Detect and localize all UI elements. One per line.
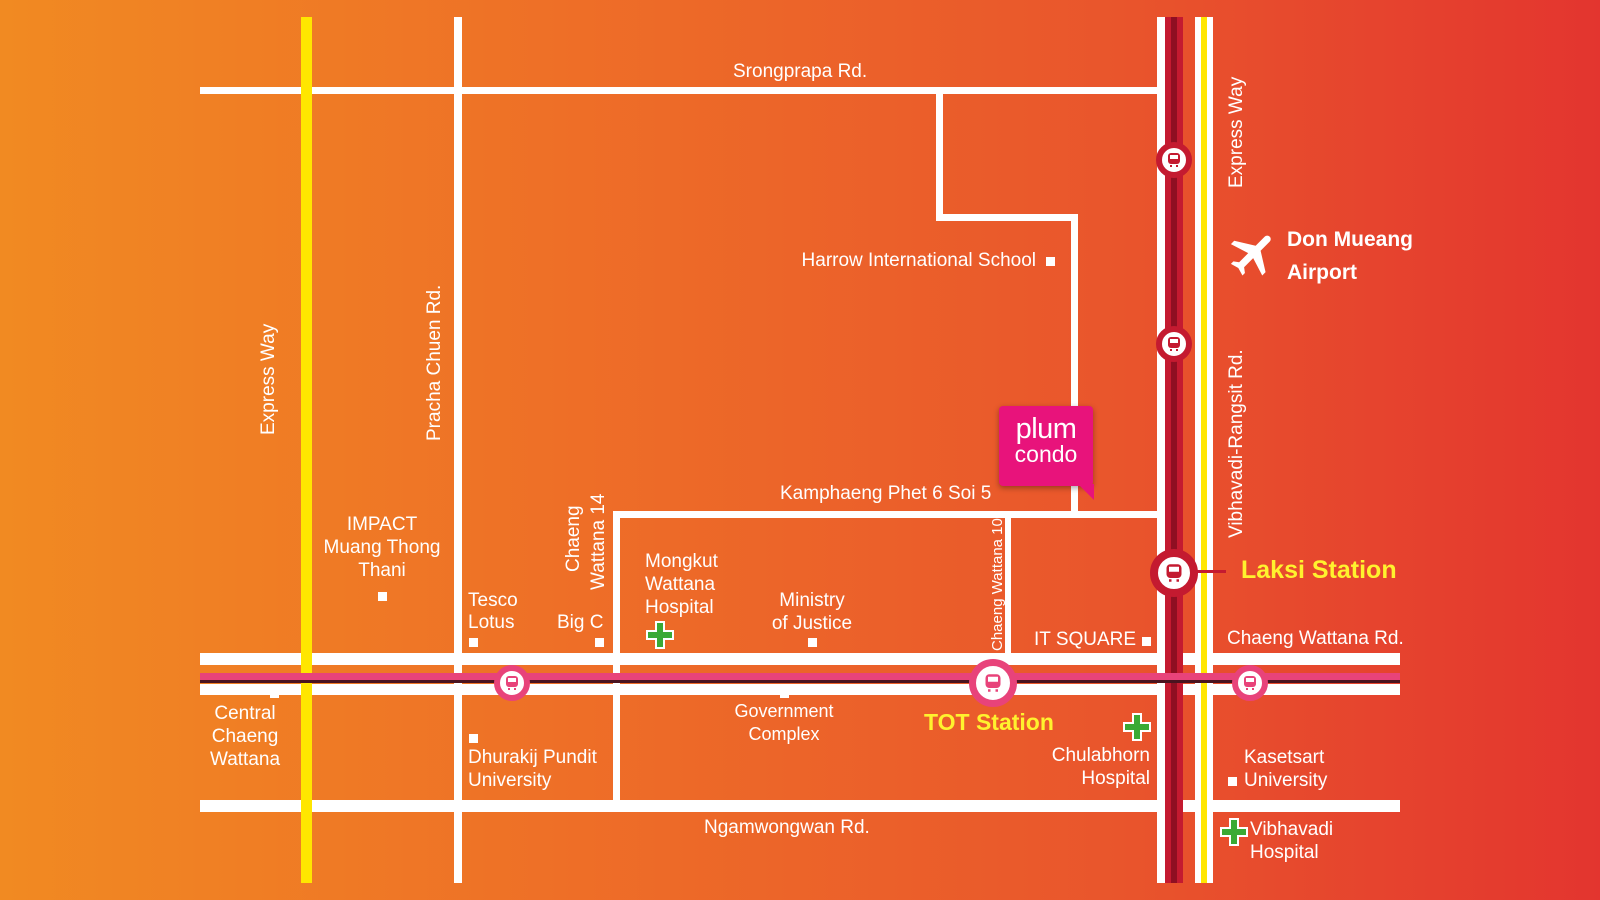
srongprapa-road bbox=[200, 87, 1160, 94]
mongkut-label-1: Mongkut bbox=[645, 551, 718, 572]
dhurakij-marker bbox=[469, 734, 478, 743]
tesco-label-2: Lotus bbox=[468, 612, 515, 633]
train-icon bbox=[985, 674, 1001, 692]
airplane-icon bbox=[1230, 235, 1271, 276]
kasetsart-marker bbox=[1228, 777, 1237, 786]
mongkut-hospital-cross-icon bbox=[646, 621, 674, 649]
mongkut-label-2: Wattana bbox=[645, 574, 716, 595]
express-way-right bbox=[1201, 17, 1207, 883]
srongprapa-label: Srongprapa Rd. bbox=[733, 61, 868, 82]
train-icon bbox=[1168, 337, 1180, 351]
impact-label-3: Thani bbox=[358, 560, 406, 581]
express-way-left-label: Express Way bbox=[258, 323, 279, 435]
laksi-station-label: Laksi Station bbox=[1241, 556, 1397, 584]
government-label-2: Complex bbox=[748, 724, 820, 744]
harrow-marker bbox=[1046, 257, 1055, 266]
government-label-1: Government bbox=[734, 701, 834, 721]
it-square-marker bbox=[1142, 637, 1151, 646]
mongkut-label-3: Hospital bbox=[645, 597, 714, 618]
red-line-station-north bbox=[1156, 142, 1192, 178]
kamphaeng-phet-label: Kamphaeng Phet 6 Soi 5 bbox=[780, 483, 992, 504]
logo-line-2: condo bbox=[1014, 441, 1078, 467]
airport-label-2: Airport bbox=[1287, 261, 1357, 284]
srongprapa-branch-across bbox=[936, 214, 1078, 221]
impact-label-1: IMPACT bbox=[346, 514, 418, 535]
big-c-label: Big C bbox=[557, 612, 604, 633]
express-way-right-label: Express Way bbox=[1226, 76, 1247, 188]
train-icon bbox=[1244, 676, 1256, 690]
vibhavadi-road-left bbox=[1157, 17, 1165, 883]
express-way-left bbox=[301, 17, 312, 883]
ngamwongwan-label: Ngamwongwan Rd. bbox=[704, 817, 870, 838]
chaeng-wattana-road-upper bbox=[200, 653, 1400, 665]
dhurakij-label-1: Dhurakij Pundit bbox=[468, 747, 597, 768]
pink-line-rail-shadow bbox=[200, 680, 1400, 683]
central-label-1: Central bbox=[214, 703, 276, 724]
central-label-2: Chaeng bbox=[211, 726, 279, 747]
logo-pointer bbox=[1078, 484, 1094, 500]
ministry-label-1: Ministry bbox=[779, 590, 845, 611]
pink-line-station-west bbox=[494, 665, 530, 701]
chulabhorn-label-2: Hospital bbox=[1081, 768, 1150, 789]
kasetsart-label-2: University bbox=[1244, 770, 1328, 791]
impact-label-2: Muang Thong bbox=[323, 537, 441, 558]
plum-condo-logo: plum condo bbox=[999, 406, 1094, 500]
chaeng-wattana-14-label-2: Wattana 14 bbox=[588, 493, 609, 590]
chaeng-wattana-14-label-1: Chaeng bbox=[563, 505, 584, 572]
tot-station-label: TOT Station bbox=[924, 709, 1054, 735]
srongprapa-branch-down bbox=[936, 90, 943, 220]
tesco-marker bbox=[469, 638, 478, 647]
vibhavadi-hospital-label-1: Vibhavadi bbox=[1250, 819, 1334, 840]
ministry-label-2: of Justice bbox=[771, 613, 853, 634]
government-marker bbox=[780, 689, 789, 698]
pink-line-rail bbox=[200, 673, 1400, 680]
red-line-rail-core bbox=[1171, 17, 1177, 883]
vibhavadi-hospital-label-2: Hospital bbox=[1250, 842, 1319, 863]
chaeng-wattana-road-label: Chaeng Wattana Rd. bbox=[1227, 628, 1404, 649]
chaeng-wattana-road-lower bbox=[200, 684, 1400, 695]
chaeng-wattana-10-road bbox=[1005, 514, 1011, 654]
pink-line-station-east bbox=[1232, 665, 1268, 701]
impact-marker bbox=[378, 592, 387, 601]
pracha-chuen-road bbox=[454, 17, 462, 883]
train-icon bbox=[1168, 153, 1180, 167]
chulabhorn-hospital-cross-icon bbox=[1123, 713, 1151, 741]
laksi-connector bbox=[1190, 570, 1226, 573]
harrow-label: Harrow International School bbox=[801, 250, 1036, 271]
kasetsart-label-1: Kasetsart bbox=[1244, 747, 1325, 768]
airport-label-1: Don Mueang bbox=[1287, 228, 1413, 251]
train-icon bbox=[1166, 564, 1182, 582]
laksi-station-marker bbox=[1150, 549, 1198, 597]
big-c-marker bbox=[595, 638, 604, 647]
tot-station-marker bbox=[969, 659, 1017, 707]
tesco-label-1: Tesco bbox=[468, 590, 518, 611]
chulabhorn-label-1: Chulabhorn bbox=[1051, 745, 1150, 766]
ministry-marker bbox=[808, 638, 817, 647]
logo-line-1: plum bbox=[1015, 413, 1077, 445]
express-way-right-edge bbox=[1207, 17, 1213, 883]
ngamwongwan-road bbox=[200, 800, 1400, 812]
chaeng-wattana-10-label: Chaeng Wattana 10 bbox=[989, 518, 1006, 651]
vibhavadi-road-right bbox=[1195, 17, 1201, 883]
vibhavadi-hospital-cross-icon bbox=[1220, 818, 1248, 846]
train-icon bbox=[506, 676, 518, 690]
central-label-3: Wattana bbox=[209, 749, 281, 770]
central-marker bbox=[270, 689, 279, 698]
red-line-station-middle bbox=[1156, 326, 1192, 362]
dhurakij-label-2: University bbox=[468, 770, 552, 791]
kamphaeng-phet-road bbox=[613, 511, 1162, 518]
it-square-label: IT SQUARE bbox=[1034, 629, 1137, 650]
harrow-road bbox=[1071, 214, 1078, 514]
vibhavadi-label: Vibhavadi-Rangsit Rd. bbox=[1226, 349, 1247, 538]
pracha-chuen-label: Pracha Chuen Rd. bbox=[424, 284, 445, 441]
